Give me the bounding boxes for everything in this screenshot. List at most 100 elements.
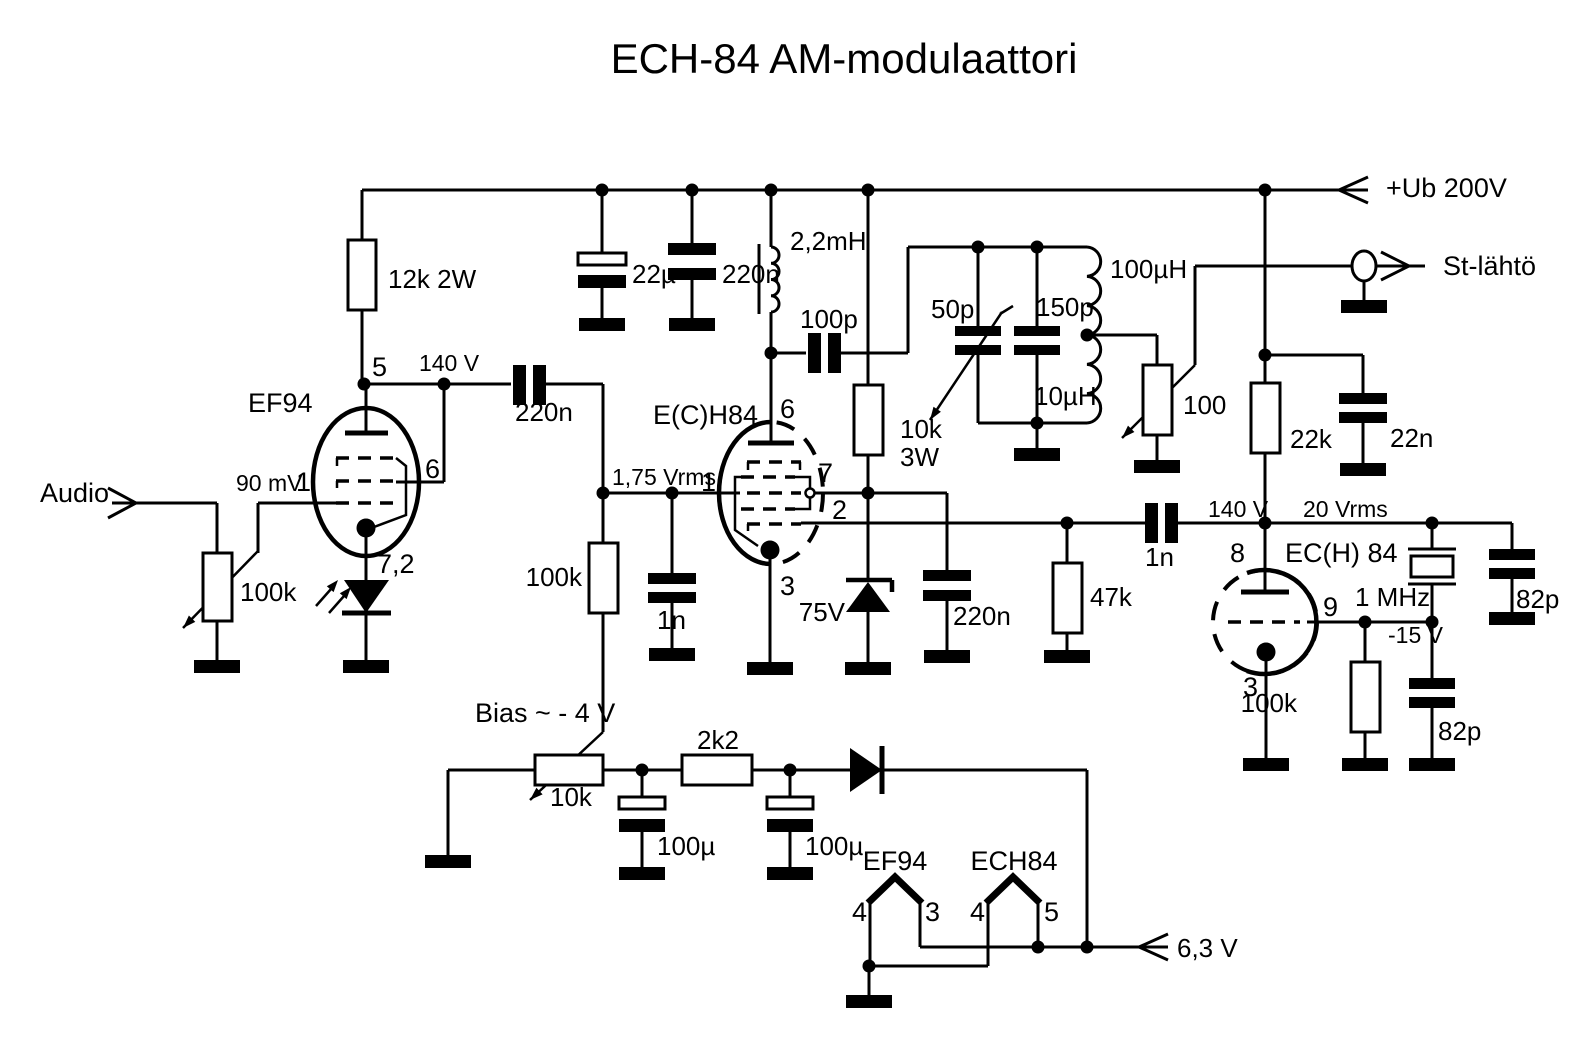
pot-100-body xyxy=(1141,363,1174,437)
output-level-label: 20 Vrms xyxy=(1303,496,1388,522)
inductor-22mh-value: 2,2mH xyxy=(790,226,867,256)
ef94-pin6-label: 6 xyxy=(425,454,440,484)
tube-ech84-triode xyxy=(1211,567,1319,677)
inductor-10uh-value: 10µH xyxy=(1034,381,1097,411)
pot-100k-value: 100k xyxy=(240,577,297,607)
resistor-2k2 xyxy=(680,753,754,787)
cap-220n-rail-value: 220n xyxy=(722,259,780,289)
cap-100u-a-value: 100µ xyxy=(657,831,715,861)
inductor-100uh-value: 100µH xyxy=(1110,254,1187,284)
pot-10k-bias-body xyxy=(533,753,605,787)
resistor-100k-triode-grid xyxy=(1349,660,1382,734)
heater-ef94-symbol xyxy=(865,872,925,906)
resistor-47k xyxy=(1051,561,1084,635)
triode-tube-label: EC(H) 84 xyxy=(1285,538,1398,568)
heater-ef94-pin4-label: 4 xyxy=(852,897,867,927)
led-indicator xyxy=(315,580,391,616)
hexode-cathode-dot xyxy=(760,540,780,560)
anode-voltage-label: 140 V xyxy=(419,350,480,376)
zener-value: 75V xyxy=(799,597,846,627)
cap-100u-a xyxy=(617,795,667,832)
varcap-50p-arrowhead xyxy=(930,406,941,420)
hexode-pin6-label: 6 xyxy=(780,394,795,424)
grid-level-label: 1,75 Vrms xyxy=(612,464,716,490)
tube-ech84-hexode xyxy=(716,419,825,567)
schematic-title: ECH-84 AM-modulaattori xyxy=(611,35,1078,82)
led-photon-arrow-1 xyxy=(326,580,338,593)
hexode-pin2-label: 2 xyxy=(832,495,847,525)
triode-pin9-label: 9 xyxy=(1323,592,1338,622)
cap-1n-grid xyxy=(648,573,696,603)
resistor-100k-hexode-grid xyxy=(587,541,620,615)
audio-arrow-icon xyxy=(107,486,140,520)
crystal-value: 1 MHz xyxy=(1355,582,1430,612)
ef94-pin72-label: 7,2 xyxy=(377,549,415,579)
hexode-screen-node xyxy=(804,487,816,499)
heater-ef94-pin3-label: 3 xyxy=(925,897,940,927)
cap-1n-grid-value: 1n xyxy=(657,605,686,635)
cap-22u-value: 22µ xyxy=(632,259,676,289)
triode-pin3-label: 3 xyxy=(1243,672,1258,702)
output-connector xyxy=(1350,249,1378,283)
heater-circuit-wires xyxy=(867,901,1169,995)
heater-ech-pin4-label: 4 xyxy=(970,897,985,927)
audio-input-label: Audio xyxy=(40,478,109,508)
hexode-pin3-label: 3 xyxy=(780,571,795,601)
resistor-12k-2w xyxy=(346,238,378,312)
cap-1n-coupling xyxy=(1145,503,1178,543)
cap-220n-cath-value: 220n xyxy=(953,601,1011,631)
bias-note-label: Bias ~ - 4 V xyxy=(475,698,615,728)
pot-100-value: 100 xyxy=(1183,390,1226,420)
pot-10k-value: 10k xyxy=(550,782,593,812)
cap-150p-value: 150p xyxy=(1036,292,1094,322)
supply-label: +Ub 200V xyxy=(1386,173,1507,203)
audio-stage-wires xyxy=(107,486,336,660)
hexode-pin7-label: 7 xyxy=(818,458,833,488)
resistor-2k2-value: 2k2 xyxy=(697,725,739,755)
pot-100k-audio-body xyxy=(201,551,234,623)
resistor-12k-value: 12k 2W xyxy=(388,264,477,294)
cap-22u-electrolytic xyxy=(576,251,628,288)
cap-22n xyxy=(1339,393,1387,423)
heater-arrow-icon xyxy=(1135,932,1169,962)
inductor-2-2mh xyxy=(757,244,781,314)
cap-82p-grid-value: 82p xyxy=(1438,716,1481,746)
junction-dots xyxy=(357,183,1439,973)
output-label: St-lähtö xyxy=(1443,251,1536,281)
output-arrow-icon xyxy=(1380,250,1413,282)
cap-82p-grid xyxy=(1409,678,1455,708)
cap-220n-cathode xyxy=(923,570,971,601)
pot-100k-wiper-arrowhead xyxy=(183,615,196,628)
ef94-pin1-label: 1 xyxy=(296,467,311,497)
cap-150p xyxy=(1014,326,1060,355)
resistor-10k-3w xyxy=(852,383,885,457)
heater-ef94-label: EF94 xyxy=(863,846,928,876)
cap-82p-anode-value: 82p xyxy=(1516,584,1559,614)
resistor-22k-value: 22k xyxy=(1290,424,1333,454)
resistor-100k-hex-value: 100k xyxy=(526,562,583,592)
grid-bias-voltage: -15 V xyxy=(1388,622,1444,648)
cap-1n-coupling-value: 1n xyxy=(1145,542,1174,572)
crystal-1mhz xyxy=(1408,547,1456,586)
pot-100-wiper-arrowhead xyxy=(1122,425,1135,438)
resistor-10k-value: 10k xyxy=(900,414,943,444)
triode-pin8-label: 8 xyxy=(1230,538,1245,568)
triode-cathode-dot xyxy=(1256,642,1276,662)
led-photon-arrow-2 xyxy=(339,587,351,600)
cap-220n-coupling xyxy=(513,365,546,405)
diode-bias xyxy=(850,746,885,794)
hexode-tube-label: E(C)H84 xyxy=(653,400,758,430)
resistor-22k xyxy=(1249,381,1282,455)
heater-voltage-label: 6,3 V xyxy=(1177,933,1238,963)
ub-arrow-icon xyxy=(1335,175,1369,205)
cap-50p-value: 50p xyxy=(931,294,974,324)
heater-ech84-symbol xyxy=(983,872,1043,906)
ef94-cathode-dot xyxy=(356,518,376,538)
tube-ef94 xyxy=(310,405,422,559)
cap-220n-coupling-value: 220n xyxy=(515,397,573,427)
zener-75v xyxy=(846,577,895,612)
pot-10k-wiper-arrowhead xyxy=(530,787,543,800)
resistor-10k-wattage: 3W xyxy=(900,442,939,472)
